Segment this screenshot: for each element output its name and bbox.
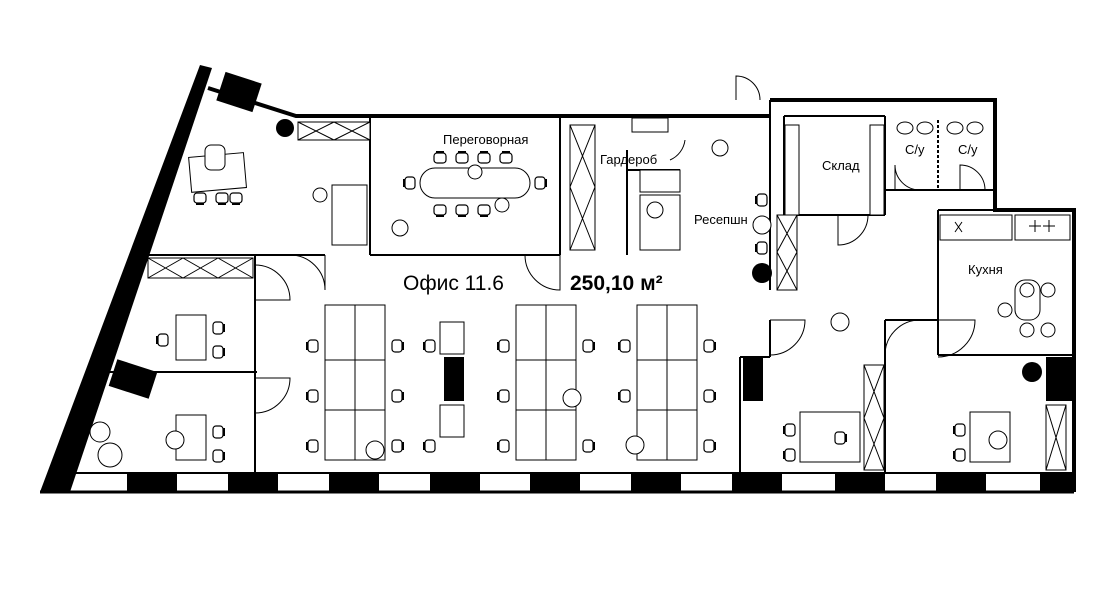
shelving bbox=[147, 121, 1067, 471]
people bbox=[165, 139, 1008, 460]
room-label-storage: Склад bbox=[822, 158, 860, 173]
kitchen-symbols bbox=[954, 220, 1055, 233]
plants bbox=[276, 119, 1042, 382]
facade-columns bbox=[108, 71, 1074, 492]
workstations bbox=[324, 304, 698, 461]
room-label-wc-1: С/у bbox=[905, 142, 925, 157]
door-swings bbox=[254, 75, 986, 414]
room-label-reception: Ресепшн bbox=[694, 212, 748, 227]
room-label-kitchen: Кухня bbox=[968, 262, 1003, 277]
fixtures bbox=[89, 121, 1056, 468]
office-name: Офис 11.6 bbox=[403, 272, 504, 295]
room-label-meeting: Переговорная bbox=[443, 132, 529, 147]
office-area: 250,10 м² bbox=[570, 272, 663, 295]
room-label-wardrobe: Гардероб bbox=[600, 152, 658, 167]
room-label-wc-2: С/у bbox=[958, 142, 978, 157]
